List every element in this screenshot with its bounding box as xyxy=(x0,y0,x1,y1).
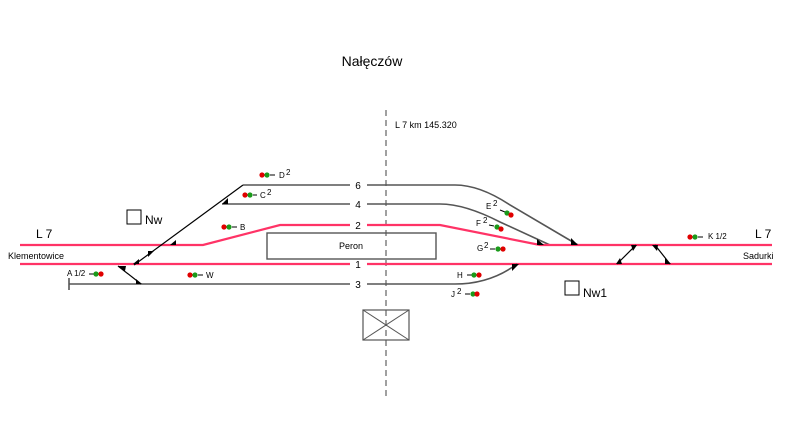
signal-c: C 2 xyxy=(242,188,272,200)
platform: Peron xyxy=(266,232,437,260)
svg-text:A 1/2: A 1/2 xyxy=(67,269,86,278)
signal-h: H xyxy=(457,271,482,280)
signal-a: A 1/2 xyxy=(67,269,104,278)
svg-text:K 1/2: K 1/2 xyxy=(708,232,727,241)
svg-text:4: 4 xyxy=(355,200,361,211)
svg-text:E: E xyxy=(486,202,491,211)
signal-e: E 2 xyxy=(486,199,514,218)
svg-text:Nw: Nw xyxy=(145,213,163,227)
svg-text:G: G xyxy=(477,244,483,253)
svg-text:6: 6 xyxy=(355,181,361,192)
svg-text:2: 2 xyxy=(286,168,291,177)
svg-text:2: 2 xyxy=(267,188,272,197)
track-3: 3 xyxy=(68,263,518,291)
signal-b: B xyxy=(221,223,245,232)
svg-text:W: W xyxy=(206,271,214,280)
switches xyxy=(117,184,671,285)
post-nw1: Nw1 xyxy=(564,280,607,300)
svg-text:2: 2 xyxy=(457,287,462,296)
station-right-label: Sadurki xyxy=(743,251,774,261)
track-6: 6 xyxy=(243,181,579,246)
signal-g: G 2 xyxy=(477,241,506,253)
svg-text:D: D xyxy=(279,171,285,180)
svg-text:2: 2 xyxy=(484,241,489,250)
station-title: Nałęczów xyxy=(342,53,404,69)
svg-text:2: 2 xyxy=(355,221,361,232)
signal-f: F 2 xyxy=(476,216,504,232)
signal-d: D 2 xyxy=(259,168,291,180)
svg-text:2: 2 xyxy=(483,216,488,225)
track-1: 1 xyxy=(20,260,772,271)
post-nw: Nw xyxy=(126,209,163,227)
track-4: 4 xyxy=(222,200,551,246)
station-left-label: Klementowice xyxy=(8,251,64,261)
line-left-label: L 7 xyxy=(36,227,53,241)
svg-text:1: 1 xyxy=(355,260,361,271)
svg-text:Nw1: Nw1 xyxy=(583,286,607,300)
signal-k: K 1/2 xyxy=(687,232,727,241)
svg-text:3: 3 xyxy=(355,280,361,291)
signal-j: J 2 xyxy=(451,287,480,299)
level-crossing-icon xyxy=(362,309,410,341)
signal-w: W xyxy=(187,271,214,280)
svg-text:Peron: Peron xyxy=(339,241,363,251)
svg-text:C: C xyxy=(260,191,266,200)
svg-text:F: F xyxy=(476,219,481,228)
line-right-label: L 7 xyxy=(755,227,772,241)
km-marker: L 7 km 145.320 xyxy=(395,120,457,130)
svg-text:H: H xyxy=(457,271,463,280)
svg-text:B: B xyxy=(240,223,245,232)
svg-text:2: 2 xyxy=(493,199,498,208)
svg-text:J: J xyxy=(451,290,455,299)
